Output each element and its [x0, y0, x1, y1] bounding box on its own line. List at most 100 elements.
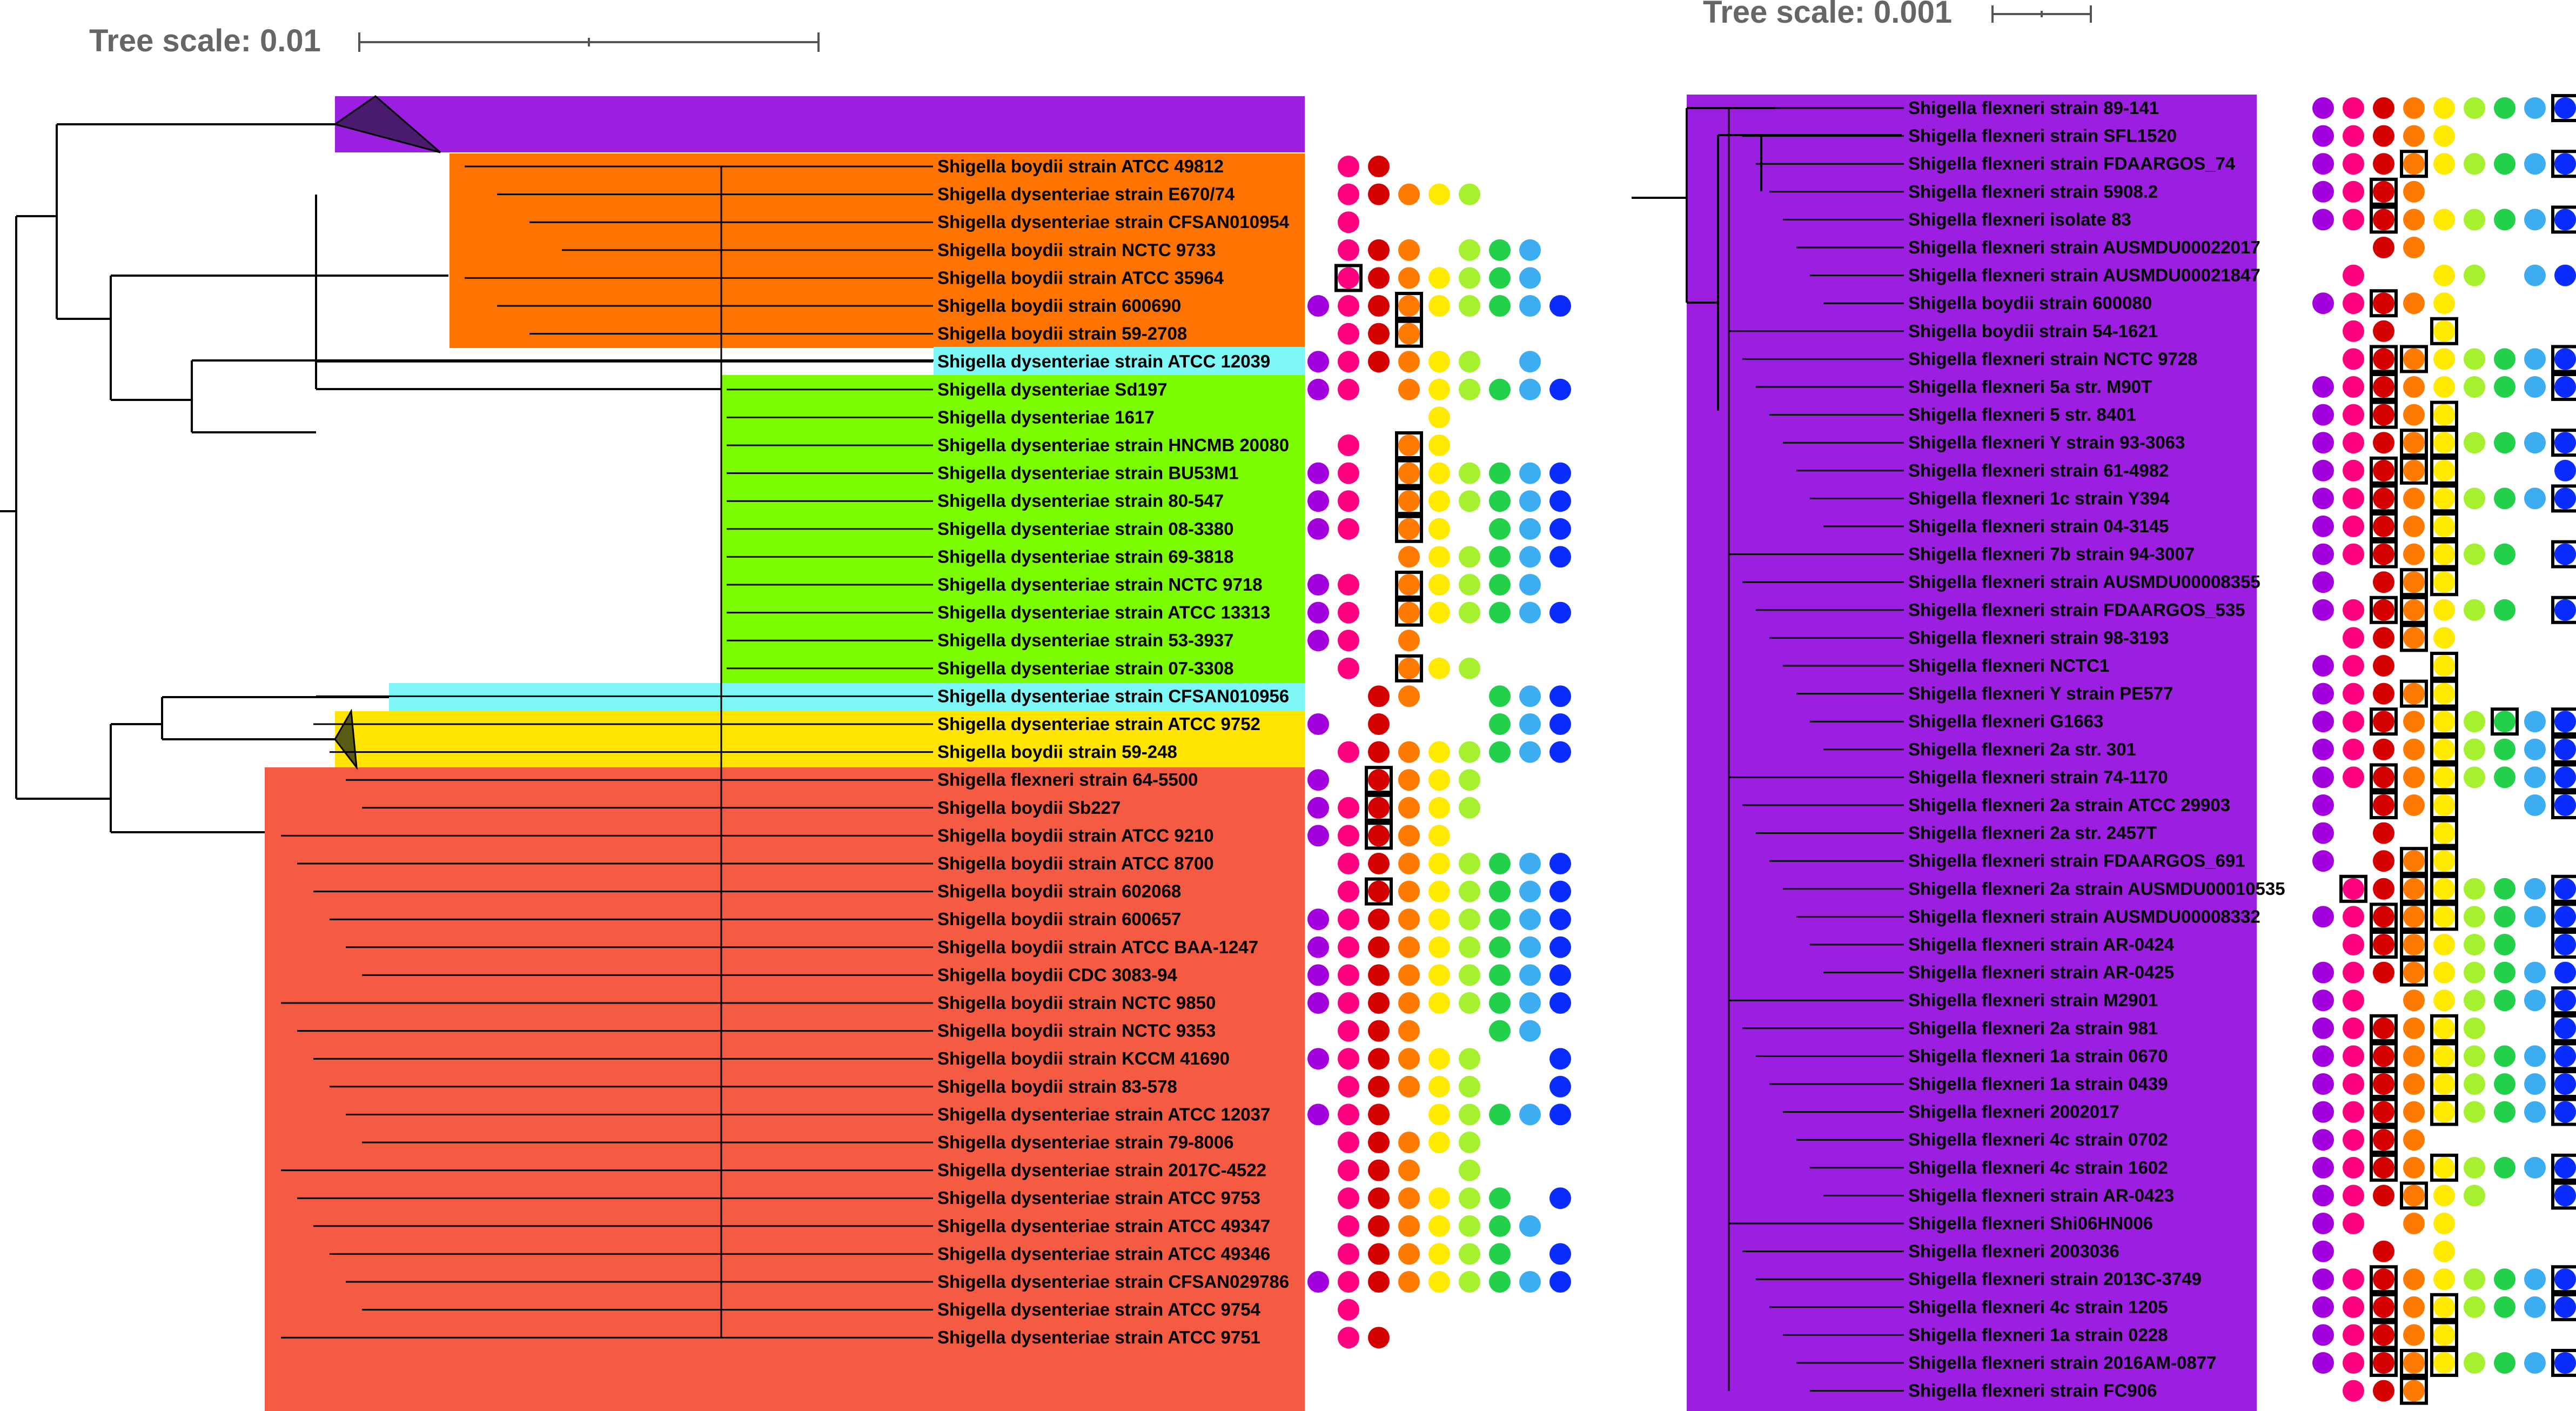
- right-trait-dot: [2494, 738, 2515, 760]
- right-leaf-labels: Shigella flexneri strain 89-141Shigella …: [1908, 98, 2285, 1401]
- left-trait-dot: [1549, 1075, 1571, 1098]
- right-trait-box: [2370, 1042, 2398, 1071]
- right-trait-dot: [2343, 459, 2364, 482]
- right-trait-dot: [2433, 1073, 2455, 1095]
- left-trait-dot: [1459, 1187, 1480, 1209]
- right-trait-dot: [2373, 180, 2394, 203]
- left-trait-dot: [1398, 769, 1420, 791]
- right-trait-dot: [2433, 850, 2455, 872]
- right-trait-dot: [2312, 850, 2334, 872]
- right-trait-dot: [2494, 989, 2515, 1012]
- right-leaf-label: Shigella flexneri strain 98-3193: [1908, 627, 2169, 647]
- left-trait-dot: [1519, 741, 1541, 763]
- left-trait-dot: [1549, 685, 1571, 707]
- right-trait-box: [2551, 735, 2576, 764]
- left-trait-dot: [1428, 936, 1450, 958]
- right-trait-dot: [2373, 655, 2394, 677]
- left-trait-dot: [1398, 1215, 1420, 1237]
- right-trait-dot: [2524, 209, 2546, 231]
- right-trait-dot: [2464, 1101, 2485, 1123]
- right-leaf-label: Shigella flexneri 2a strain AUSMDU000105…: [1908, 879, 2285, 899]
- right-trait-dot: [2343, 516, 2364, 537]
- right-trait-dot: [2403, 404, 2425, 426]
- right-trait-dot: [2554, 961, 2576, 984]
- right-trait-box: [2430, 1293, 2458, 1321]
- left-trait-dot: [1489, 1104, 1511, 1126]
- left-trait-dot: [1489, 685, 1511, 707]
- right-trait-dot: [2433, 627, 2455, 649]
- right-trait-dot: [2343, 1324, 2364, 1346]
- right-trait-dot: [2433, 264, 2455, 286]
- left-trait-dot: [1428, 351, 1450, 373]
- left-trait-dot: [1368, 880, 1390, 902]
- left-trait-dot: [1398, 295, 1420, 317]
- right-trait-box: [2430, 652, 2458, 680]
- right-leaf-label: Shigella boydii strain 54-1621: [1908, 321, 2158, 341]
- right-trait-box: [2370, 1153, 2398, 1182]
- left-trait-dot: [1398, 239, 1420, 261]
- right-leaf-label: Shigella flexneri strain FDAARGOS_74: [1908, 153, 2236, 173]
- right-trait-dot: [2403, 794, 2425, 816]
- right-trait-box: [2551, 94, 2576, 122]
- left-trait-dot: [1307, 630, 1329, 652]
- left-trait-dot: [1338, 490, 1359, 512]
- left-trait-dot: [1519, 936, 1541, 958]
- left-trait-dot: [1368, 797, 1390, 819]
- left-leaf-label: Shigella boydii strain KCCM 41690: [937, 1048, 1230, 1068]
- right-trait-dot: [2403, 1156, 2425, 1179]
- right-trait-dot: [2312, 961, 2334, 984]
- right-trait-dot: [2343, 711, 2364, 733]
- right-trait-dot: [2433, 348, 2455, 370]
- right-trait-box: [2551, 1042, 2576, 1071]
- right-trait-dot: [2524, 1296, 2546, 1318]
- right-leaf-label: Shigella flexneri strain M2901: [1908, 990, 2158, 1010]
- right-trait-box: [2430, 763, 2458, 792]
- right-trait-dot: [2494, 543, 2515, 565]
- left-trait-dot: [1459, 1048, 1480, 1070]
- left-trait-dot: [1307, 462, 1329, 484]
- left-trait-dot: [1519, 351, 1541, 373]
- right-trait-box: [2551, 986, 2576, 1015]
- left-trait-dot: [1519, 1104, 1541, 1126]
- right-trait-dot: [2343, 404, 2364, 426]
- left-trait-dot: [1338, 156, 1359, 177]
- left-trait-dot: [1398, 518, 1420, 540]
- right-trait-box: [2551, 874, 2576, 903]
- left-trait-dot: [1489, 490, 1511, 512]
- left-leaf-label: Shigella boydii strain ATCC 49812: [937, 156, 1224, 176]
- left-trait-dot: [1368, 1020, 1390, 1042]
- left-trait-dot: [1368, 1215, 1390, 1237]
- right-trait-box: [2370, 289, 2398, 318]
- left-trait-dot: [1489, 239, 1511, 261]
- right-trait-dot: [2403, 1380, 2425, 1402]
- right-trait-dot: [2403, 683, 2425, 705]
- left-trait-dot: [1489, 378, 1511, 400]
- right-leaf-label: Shigella flexneri strain 89-141: [1908, 98, 2159, 118]
- right-trait-dot: [2343, 766, 2364, 788]
- left-trait-dot: [1338, 518, 1359, 540]
- left-leaf-label: Shigella boydii strain 600690: [937, 296, 1181, 316]
- left-trait-dot: [1398, 1243, 1420, 1265]
- right-trait-box: [2430, 1349, 2458, 1377]
- left-trait-dot: [1338, 1215, 1359, 1237]
- left-trait-dot: [1549, 1271, 1571, 1293]
- left-trait-dot: [1368, 936, 1390, 958]
- cyan-clade-band-atcc12039: [934, 347, 1305, 375]
- right-trait-dot: [2433, 1240, 2455, 1262]
- left-trait-dot: [1428, 1132, 1450, 1153]
- right-trait-box: [2430, 679, 2458, 708]
- right-trait-dot: [2373, 320, 2394, 342]
- right-trait-dot: [2554, 487, 2576, 510]
- right-trait-dot: [2312, 655, 2334, 677]
- right-trait-dot: [2554, 459, 2576, 482]
- left-trait-dot: [1519, 713, 1541, 735]
- right-leaf-label: Shigella flexneri 1c strain Y394: [1908, 488, 2170, 508]
- right-trait-dot: [2373, 683, 2394, 705]
- left-leaf-label: Shigella dysenteriae strain ATCC 12039: [937, 351, 1270, 371]
- right-trait-dot: [2433, 989, 2455, 1012]
- right-trait-dot: [2464, 906, 2485, 928]
- left-trait-dot: [1428, 183, 1450, 205]
- right-trait-box: [2400, 150, 2428, 178]
- left-tree-branches: [0, 123, 934, 833]
- right-trait-box: [2430, 847, 2458, 875]
